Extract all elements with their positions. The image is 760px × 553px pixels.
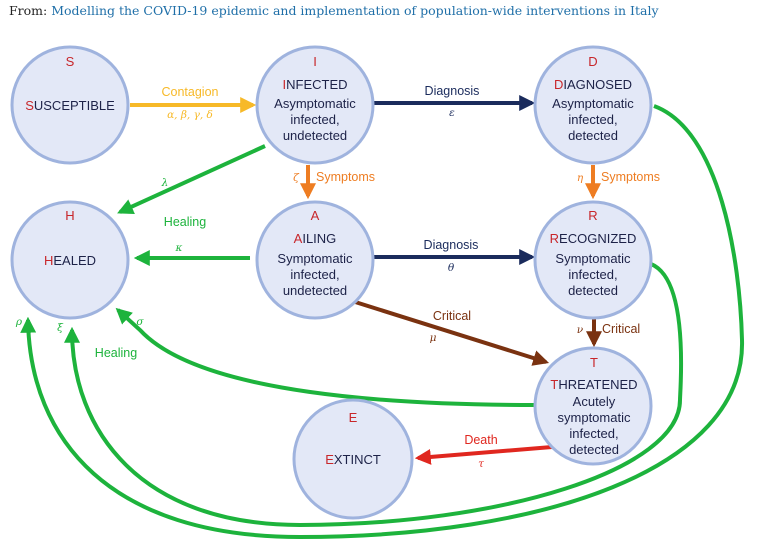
critical-a-t-params: μ bbox=[430, 332, 437, 344]
node-title: DIAGNOSED bbox=[554, 77, 632, 92]
node-desc: Asymptomatic bbox=[274, 96, 356, 111]
node-title: AILING bbox=[294, 231, 337, 246]
node-desc: Acutely bbox=[573, 394, 616, 409]
diagnosis-i-d-label: Diagnosis bbox=[425, 84, 480, 98]
healing-r-h-arrow bbox=[64, 262, 684, 528]
node-title: SUSCEPTIBLE bbox=[25, 98, 115, 113]
healing-i-h-params: λ bbox=[161, 177, 169, 189]
node-ailing: A AILING Symptomatic infected, undetecte… bbox=[255, 200, 375, 320]
node-desc: infected, bbox=[290, 112, 339, 127]
node-symbol: T bbox=[590, 355, 598, 370]
edge-healing-t-h: σ bbox=[115, 307, 535, 407]
diagnosis-a-r-label: Diagnosis bbox=[424, 238, 479, 252]
edge-critical-r-t: Critical ν bbox=[577, 318, 640, 348]
node-healed: H HEALED bbox=[10, 200, 130, 320]
death-arrow bbox=[414, 445, 553, 465]
critical-a-t-label: Critical bbox=[433, 309, 471, 323]
symptoms-d-r-label: Symptoms bbox=[601, 170, 660, 184]
node-symbol: H bbox=[65, 208, 74, 223]
node-infected: I INFECTED Asymptomatic infected, undete… bbox=[255, 45, 375, 165]
healing-r-h-label: Healing bbox=[95, 346, 137, 360]
symptoms-d-r-params: η bbox=[577, 172, 584, 184]
healing-r-h-params: ξ bbox=[57, 322, 64, 334]
edge-critical-a-t: Critical μ bbox=[351, 299, 550, 366]
figure-caption: From: Modelling the COVID-19 epidemic an… bbox=[9, 3, 659, 18]
node-desc: detected bbox=[569, 442, 619, 457]
node-diagnosed: D DIAGNOSED Asymptomatic infected, detec… bbox=[533, 45, 653, 165]
death-params: τ bbox=[478, 458, 484, 470]
node-desc: Asymptomatic bbox=[552, 96, 634, 111]
death-label: Death bbox=[464, 433, 497, 447]
healing-t-h-params: σ bbox=[136, 316, 144, 328]
edge-contagion: Contagion α, β, γ, δ bbox=[130, 85, 257, 121]
edge-healing-d-h: ρ bbox=[15, 104, 745, 540]
edge-symptoms-d-r: Symptoms η bbox=[577, 165, 660, 200]
node-desc: infected, bbox=[568, 267, 617, 282]
node-symbol: R bbox=[588, 208, 597, 223]
node-title: HEALED bbox=[44, 253, 96, 268]
healing-i-h-arrow bbox=[117, 144, 266, 214]
node-desc: infected, bbox=[290, 267, 339, 282]
node-symbol: S bbox=[66, 54, 75, 69]
edge-diagnosis-a-r: Diagnosis θ bbox=[374, 238, 536, 274]
node-title: THREATENED bbox=[550, 377, 637, 392]
healing-d-h-arrow bbox=[20, 104, 745, 540]
node-symbol: I bbox=[313, 54, 317, 69]
healing-d-h-params: ρ bbox=[15, 316, 23, 328]
edge-symptoms-i-a: Symptoms ζ bbox=[293, 165, 375, 200]
node-desc: undetected bbox=[283, 128, 347, 143]
edge-diagnosis-i-d: Diagnosis ε bbox=[374, 84, 536, 119]
edge-healing-a-h: Healing κ bbox=[133, 215, 250, 266]
diagnosis-i-d-params: ε bbox=[449, 107, 455, 119]
node-symbol: A bbox=[311, 208, 320, 223]
healing-a-h-label: Healing bbox=[164, 215, 206, 229]
node-threatened: T THREATENED Acutely symptomatic infecte… bbox=[533, 346, 653, 466]
contagion-params: α, β, γ, δ bbox=[167, 109, 213, 121]
node-symbol: E bbox=[349, 410, 358, 425]
node-desc: undetected bbox=[283, 283, 347, 298]
symptoms-i-a-params: ζ bbox=[293, 172, 300, 184]
critical-r-t-params: ν bbox=[577, 324, 584, 336]
edge-death-t-e: Death τ bbox=[414, 433, 553, 470]
healing-a-h-params: κ bbox=[175, 242, 183, 254]
node-desc: detected bbox=[568, 283, 618, 298]
node-symbol: D bbox=[588, 54, 597, 69]
contagion-label: Contagion bbox=[162, 85, 219, 99]
node-desc: detected bbox=[568, 128, 618, 143]
node-recognized: R RECOGNIZED Symptomatic infected, detec… bbox=[533, 200, 653, 320]
node-title: RECOGNIZED bbox=[550, 231, 637, 246]
node-desc: infected, bbox=[568, 112, 617, 127]
edge-healing-i-h: λ bbox=[117, 144, 266, 214]
node-desc: infected, bbox=[569, 426, 618, 441]
critical-r-t-label: Critical bbox=[602, 322, 640, 336]
node-extinct: E EXTINCT bbox=[292, 398, 414, 520]
node-desc: Symptomatic bbox=[277, 251, 353, 266]
critical-a-t-arrow bbox=[351, 299, 550, 366]
symptoms-i-a-label: Symptoms bbox=[316, 170, 375, 184]
node-title: INFECTED bbox=[282, 77, 347, 92]
edge-healing-r-h: Healing ξ bbox=[57, 262, 684, 528]
article-link[interactable]: Modelling the COVID-19 epidemic and impl… bbox=[51, 3, 659, 18]
caption-prefix: From: bbox=[9, 3, 48, 18]
healing-t-h-arrow bbox=[115, 307, 535, 407]
node-desc: symptomatic bbox=[558, 410, 631, 425]
node-title: EXTINCT bbox=[325, 452, 381, 467]
node-susceptible: S SUSCEPTIBLE bbox=[10, 45, 130, 165]
diagnosis-a-r-params: θ bbox=[448, 262, 455, 274]
node-desc: Symptomatic bbox=[555, 251, 631, 266]
